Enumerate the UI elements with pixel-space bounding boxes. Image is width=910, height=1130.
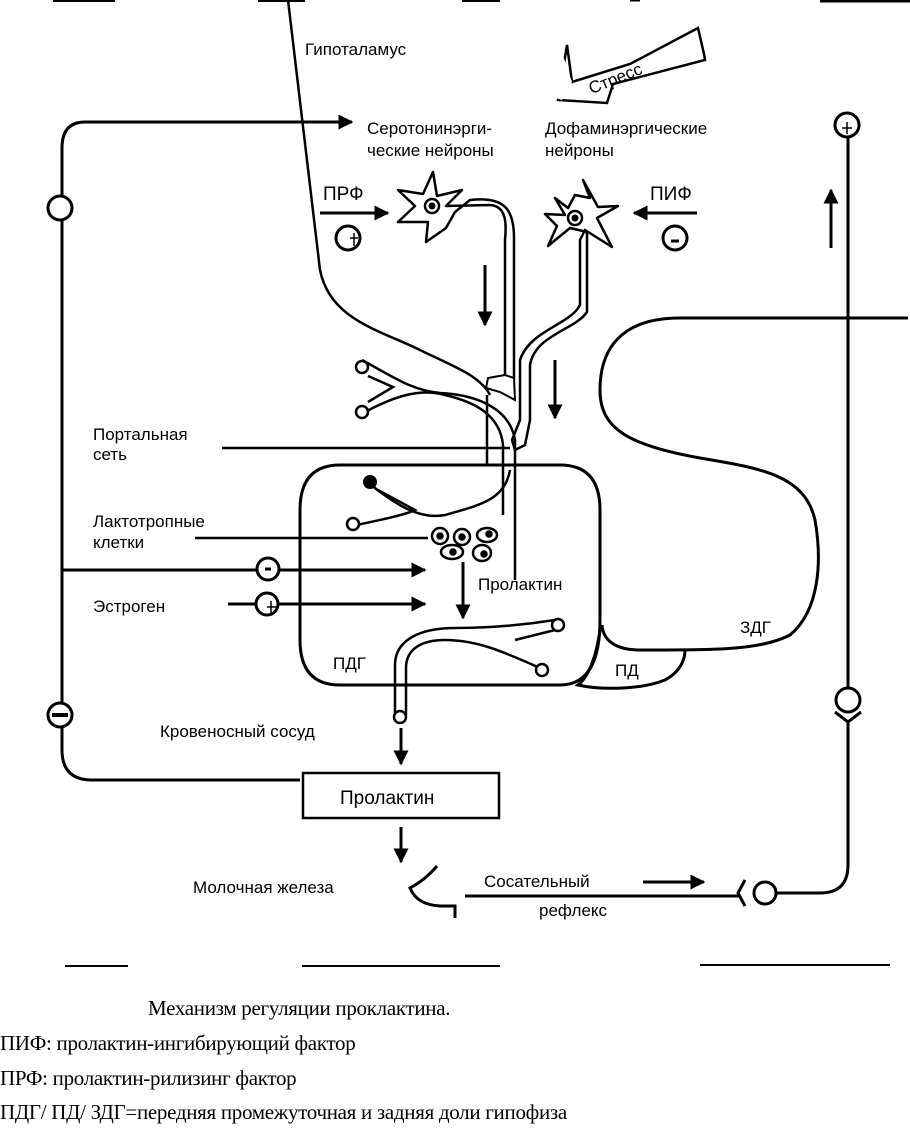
serotonergic-neuron xyxy=(396,170,516,382)
pd-label: ПД xyxy=(615,661,639,680)
estrogen-plus-icon xyxy=(254,591,280,617)
legend-prf: ПРФ: пролактин-рилизинг фактор xyxy=(0,1066,297,1090)
posterior-pituitary-lobe xyxy=(598,316,908,652)
feedback-bottom-circle xyxy=(46,701,74,729)
right-loop-plus-icon xyxy=(833,111,861,139)
right-neural-loop xyxy=(776,720,850,895)
lactotroph-minus-icon xyxy=(255,556,281,582)
dopamine-label-2: нейроны xyxy=(545,141,614,160)
portal-vessel-upper xyxy=(354,358,517,580)
mammary-gland-icon xyxy=(408,865,457,918)
efferent-blood-vessel xyxy=(392,617,566,725)
hypothalamus-label: Гипоталамус xyxy=(305,40,407,59)
zdg-label: ЗДГ xyxy=(740,618,771,637)
prf-label: ПРФ xyxy=(323,184,364,205)
neuron-terminal xyxy=(484,373,517,402)
serotonin-label-1: Серотонинэрги- xyxy=(367,119,492,138)
legend-lobes: ПДГ/ ПД/ ЗДГ=передняя промежуточная и за… xyxy=(0,1100,567,1124)
prolactin-inner-label: Пролактин xyxy=(478,575,562,594)
legend-pif: ПИФ: пролактин-ингибирующий фактор xyxy=(0,1031,356,1055)
receptor-icon-bottom xyxy=(736,879,778,907)
estrogen-label: Эстроген xyxy=(93,597,165,616)
pif-label: ПИФ xyxy=(650,184,692,205)
lactotroph-label-2: клетки xyxy=(93,533,144,552)
prolactin-regulation-diagram: Гипоталамус Стресс Серотонинэрги- ческие… xyxy=(46,0,910,967)
stress-label: Стресс xyxy=(586,59,645,98)
blood-vessel-label: Кровеносный сосуд xyxy=(160,722,315,741)
intermediate-lobe xyxy=(574,629,687,690)
pdg-label: ПДГ xyxy=(333,654,366,673)
prolactin-box-label: Пролактин xyxy=(340,788,434,809)
hypothalamus-boundary xyxy=(286,0,492,396)
diagram-title: Механизм регуляции проклактина. xyxy=(148,996,451,1020)
scan-edge-marks xyxy=(53,0,910,967)
pif-minus-icon xyxy=(661,224,689,252)
feedback-top-circle xyxy=(46,194,74,222)
lactotroph-cells xyxy=(430,526,499,563)
portal-network-label-2: сеть xyxy=(93,445,127,464)
mammary-gland-label: Молочная железа xyxy=(193,878,334,897)
dopamine-label-1: Дофаминэргические xyxy=(545,119,707,138)
suckling-reflex-label-1: Сосательный xyxy=(484,872,590,891)
portal-network-label-1: Портальная xyxy=(93,425,188,444)
left-feedback-line xyxy=(60,120,340,782)
suckling-reflex-label-2: рефлекс xyxy=(539,901,608,920)
serotonin-label-2: ческие нейроны xyxy=(367,141,494,160)
portal-vessel-inner xyxy=(345,469,512,532)
receptor-icon-right xyxy=(834,686,862,724)
lactotroph-label-1: Лактотропные xyxy=(93,512,205,531)
prolactin-box xyxy=(301,771,501,820)
prf-plus-icon xyxy=(334,224,362,252)
stress-arrow: Стресс xyxy=(556,26,707,105)
anterior-pituitary-lobe xyxy=(298,463,602,687)
